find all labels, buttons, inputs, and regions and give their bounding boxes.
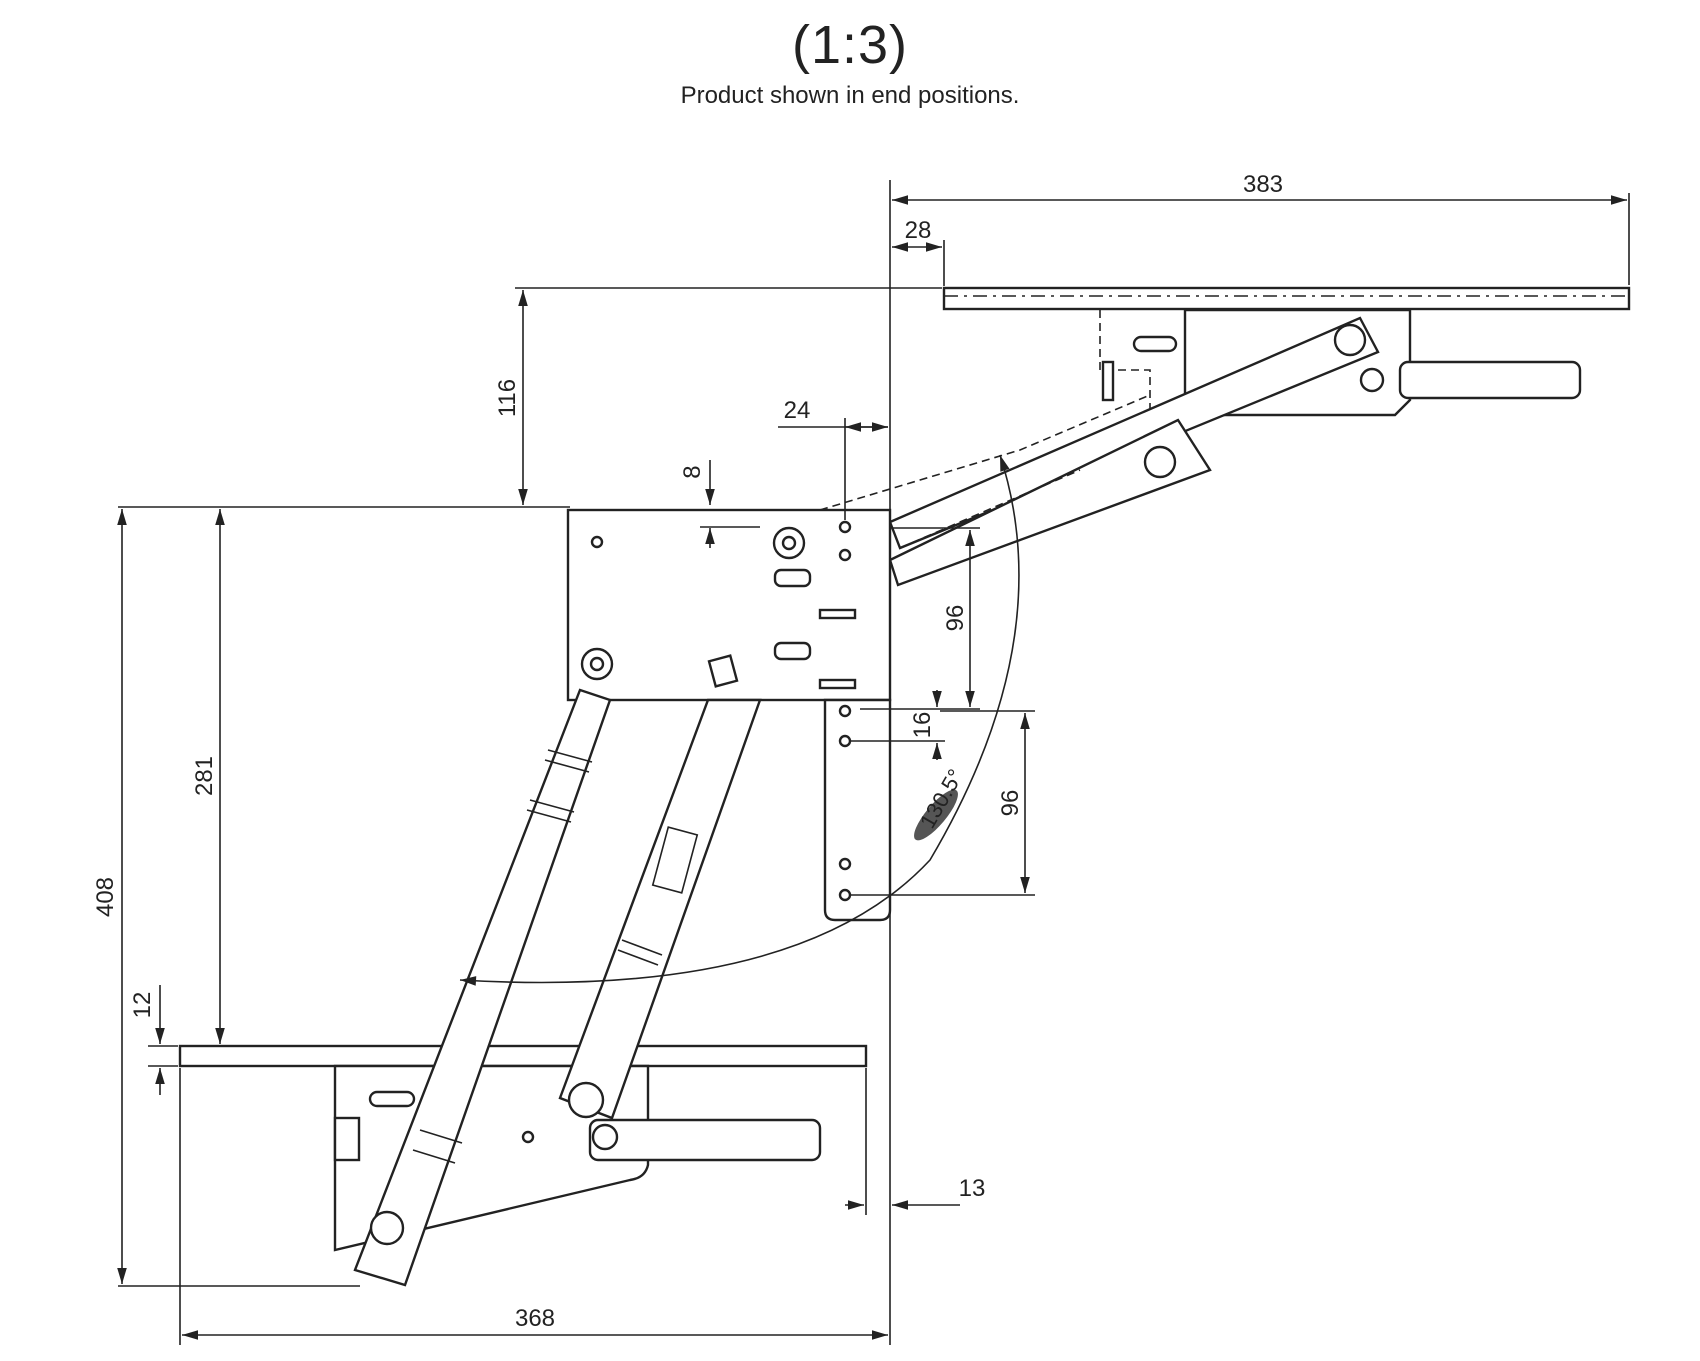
pivot-closed-2 xyxy=(567,1081,605,1119)
lid-open-position xyxy=(819,286,1631,587)
bracket-outline-open xyxy=(1099,310,1151,410)
hole-c xyxy=(838,704,852,718)
rib xyxy=(412,1149,456,1164)
dim-368: 368 xyxy=(515,1305,555,1332)
spring-stop-1 xyxy=(773,568,812,588)
dim-28: 28 xyxy=(905,217,932,244)
hole-1 xyxy=(590,535,604,549)
dimensions: 383 28 116 24 8 96 16 96 xyxy=(92,171,1630,1345)
dim-383: 383 xyxy=(1243,171,1283,198)
bolt-open xyxy=(1359,367,1385,393)
dim-96-upper: 96 xyxy=(942,605,969,632)
hole-a xyxy=(838,520,852,534)
dim-116: 116 xyxy=(494,379,521,417)
hole-closed xyxy=(521,1130,535,1144)
hole-d xyxy=(838,734,852,748)
dim-8: 8 xyxy=(679,465,706,478)
bolt-closed xyxy=(591,1123,619,1151)
dim-281: 281 xyxy=(191,756,218,796)
pivot-closed-1 xyxy=(369,1210,405,1246)
dim-24: 24 xyxy=(784,397,811,424)
angle-marker xyxy=(914,789,958,841)
screw-2-center xyxy=(589,656,605,672)
rib xyxy=(419,1129,463,1144)
fixing-1 xyxy=(818,608,857,620)
lid-panel-open xyxy=(942,286,1631,311)
lid-rail-open xyxy=(1398,360,1582,400)
lid-panel-closed xyxy=(178,1044,868,1068)
pin-closed xyxy=(333,1116,361,1162)
dim-12: 12 xyxy=(129,992,156,1019)
hole-e xyxy=(838,857,852,871)
screw-1-center xyxy=(781,535,797,551)
fixing-2 xyxy=(818,678,857,690)
pivot-open-1 xyxy=(1333,323,1367,357)
slot-open xyxy=(1132,335,1178,353)
dim-13: 13 xyxy=(959,1175,986,1202)
hole-f xyxy=(838,888,852,902)
pivot-open-2 xyxy=(1143,445,1177,479)
lid-rail-closed xyxy=(588,1118,822,1162)
upper-arm-open xyxy=(888,316,1380,550)
swing-arc xyxy=(459,454,1020,986)
drawing-note: Product shown in end positions. xyxy=(680,82,1020,109)
spring-stop-2 xyxy=(773,641,812,661)
dim-16: 16 xyxy=(909,712,936,739)
drawing-scale: (1:3) xyxy=(791,15,909,75)
slot-closed xyxy=(368,1090,416,1108)
dim-408: 408 xyxy=(92,877,119,917)
angle-label: 130.5° xyxy=(915,765,969,833)
hole-b xyxy=(838,548,852,562)
mounting-bracket xyxy=(823,698,892,922)
lid-closed-position xyxy=(178,688,868,1287)
pin-open xyxy=(1101,360,1115,402)
dim-96-lower: 96 xyxy=(997,790,1024,817)
